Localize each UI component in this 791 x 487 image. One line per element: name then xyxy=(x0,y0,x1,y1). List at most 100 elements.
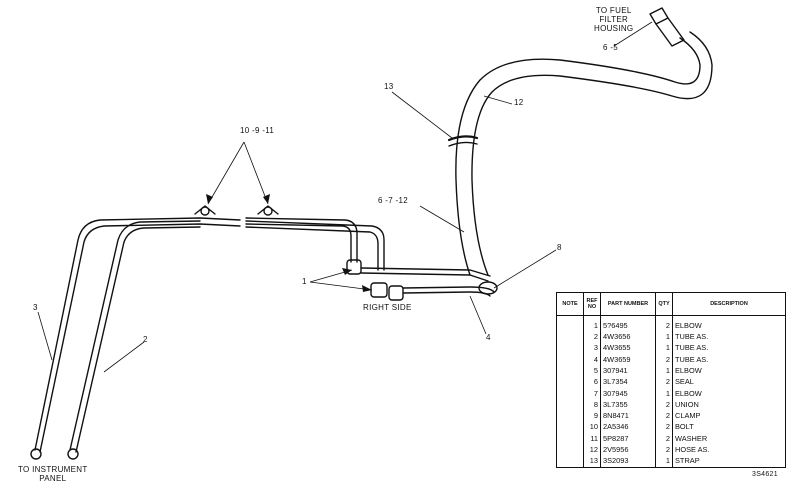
cell-ref: 12 xyxy=(583,444,601,456)
hose-assembly-12 xyxy=(455,37,701,276)
callout-13: 13 xyxy=(384,82,394,91)
header-part-number: PART NUMBER xyxy=(600,292,656,316)
cell-desc: UNION xyxy=(672,399,786,411)
tube-assembly-3 xyxy=(34,217,241,451)
callout-1: 1 xyxy=(302,277,307,286)
cell-num: 307945 xyxy=(600,387,656,400)
clamp-bolt xyxy=(257,205,279,216)
cell-desc: TUBE AS. xyxy=(672,342,786,355)
cell-qty: 1 xyxy=(655,342,673,355)
tube-assembly-lower-4 xyxy=(402,291,491,297)
cell-qty: 2 xyxy=(655,444,673,456)
cell-qty: 1 xyxy=(655,455,673,468)
hose-assembly-12-inner xyxy=(471,31,713,276)
leader-line xyxy=(483,95,513,105)
cell-num: 2A5346 xyxy=(600,421,656,434)
cell-desc: WASHER xyxy=(672,433,786,445)
cell-ref: 6 xyxy=(583,376,601,388)
elbow-fitting xyxy=(388,285,404,301)
cell-ref: 11 xyxy=(583,433,601,445)
callout-line: TO INSTRUMENT xyxy=(18,465,88,474)
cell-num: 5P8287 xyxy=(600,433,656,445)
tube-end-fitting xyxy=(67,448,79,460)
cell-qty: 1 xyxy=(655,387,673,400)
cell-ref: 8 xyxy=(583,399,601,411)
cell-qty: 2 xyxy=(655,399,673,411)
cell-note xyxy=(556,342,584,355)
drawing-number: 3S4621 xyxy=(752,471,778,478)
cell-ref: 13 xyxy=(583,455,601,468)
cell-qty: 1 xyxy=(655,331,673,343)
tube-assembly-4-right-inner xyxy=(245,226,379,271)
tube-assembly-lower-3 xyxy=(402,286,495,293)
cell-desc: ELBOW xyxy=(672,387,786,400)
cell-num: 2V5956 xyxy=(600,444,656,456)
leader-line xyxy=(419,205,465,233)
leader-line xyxy=(613,21,653,47)
clamp-bolt xyxy=(194,205,216,216)
cell-qty: 2 xyxy=(655,410,673,422)
arrowhead xyxy=(206,194,213,204)
elbow-fitting xyxy=(370,282,388,298)
strap xyxy=(447,135,479,142)
tube-assembly-lower xyxy=(360,267,491,277)
elbow-fitting xyxy=(346,259,362,275)
callout-line: TO FUEL xyxy=(595,6,632,15)
callout-12: 12 xyxy=(514,98,524,107)
cell-qty: 2 xyxy=(655,320,673,332)
arrowhead xyxy=(263,194,270,204)
tube-assembly-4-top-inner xyxy=(245,223,352,263)
tube-end-fitting xyxy=(30,448,42,460)
cell-note xyxy=(556,331,584,343)
cell-note xyxy=(556,399,584,411)
parts-list-table: NOTE REF NO PART NUMBER QTY DESCRIPTION … xyxy=(556,292,786,468)
elbow-fitting-fuel xyxy=(649,7,669,25)
callout-2: 2 xyxy=(143,335,148,344)
cell-ref: 4 xyxy=(583,354,601,366)
cell-ref: 2 xyxy=(583,331,601,343)
callout-line: FILTER xyxy=(599,15,629,24)
leader-line xyxy=(493,249,557,289)
cell-note xyxy=(556,365,584,377)
union-fitting xyxy=(478,281,498,295)
tube-assembly-lower-2 xyxy=(360,272,489,282)
leader-line xyxy=(469,295,487,335)
header-note: NOTE xyxy=(556,292,584,316)
cell-note xyxy=(556,320,584,332)
cell-desc: ELBOW xyxy=(672,320,786,332)
elbow-fitting-fuel-body xyxy=(655,17,685,47)
callout-line: PANEL xyxy=(39,474,67,483)
cell-ref: 1 xyxy=(583,320,601,332)
cell-ref: 7 xyxy=(583,387,601,400)
cell-note xyxy=(556,410,584,422)
cell-ref: 9 xyxy=(583,410,601,422)
leader-line xyxy=(243,141,269,205)
cell-num: 307941 xyxy=(600,365,656,377)
cell-desc: TUBE AS. xyxy=(672,354,786,366)
cell-ref: 10 xyxy=(583,421,601,434)
callout-to-fuel-filter: TO FUEL FILTER HOUSING xyxy=(594,6,633,33)
cell-desc: CLAMP xyxy=(672,410,786,422)
cell-note xyxy=(556,387,584,400)
cell-desc: STRAP xyxy=(672,455,786,468)
cell-qty: 2 xyxy=(655,376,673,388)
callout-10-9-11: 10 -9 -11 xyxy=(240,126,275,135)
leader-line xyxy=(37,311,53,361)
cell-ref: 3 xyxy=(583,342,601,355)
header-qty: QTY xyxy=(655,292,673,316)
cell-num: 4W3656 xyxy=(600,331,656,343)
cell-note xyxy=(556,421,584,434)
callout-6-7-12: 6 -7 -12 xyxy=(378,196,408,205)
